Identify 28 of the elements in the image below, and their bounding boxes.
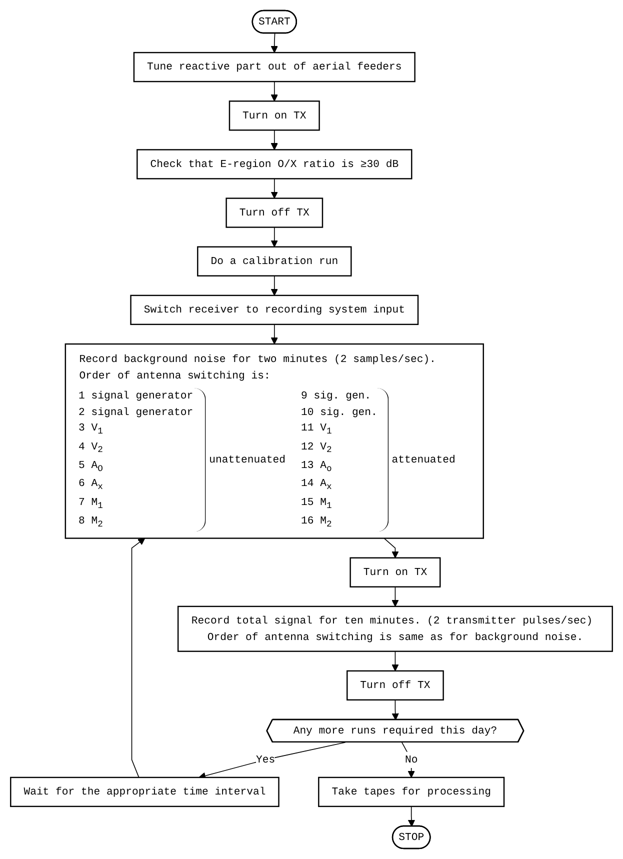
arrow — [392, 699, 399, 720]
arrow — [270, 130, 278, 150]
edge-label: No — [404, 753, 418, 766]
arrow — [270, 324, 278, 344]
node-box: Tune reactive part out of aerial feeders — [133, 52, 416, 82]
node-box: Wait for the appropriate time interval — [10, 776, 280, 808]
node-box: Turn on TX — [228, 100, 320, 131]
edge-label: Yes — [256, 753, 276, 766]
arrow — [401, 742, 415, 778]
node-box: Switch receiver to recording system input — [130, 294, 419, 326]
arrow — [392, 650, 399, 672]
arrow — [270, 178, 278, 199]
node-box: Turn off TX — [226, 198, 324, 228]
arrow — [384, 538, 399, 558]
arrow — [131, 538, 146, 778]
arrow — [270, 226, 278, 248]
arrow — [408, 806, 416, 827]
node-box: Turn off TX — [346, 670, 444, 700]
arrow — [270, 275, 278, 296]
node-box: Do a calibration run — [197, 246, 352, 276]
node-box: Take tapes for processing — [318, 776, 505, 808]
arrow — [270, 32, 278, 53]
node-box: Turn on TX — [350, 557, 441, 588]
node-box: Record background noise for two minutes (2 samples/sec). Order of antenna switching is: 1 signal generator 2 signal generator 3 V$_{1}$ 4 V$_{2}$ 5 A$_{O}$ 6 A$_{x}$ 7 M$_{1}$ 8 M$_{2}$ unattenuated 9 sig. gen. 10 sig. gen. 11 V$_{1}$ 12 V$_{2}$ 13 A$_{o}$ 14 A$_{x}$ 15 M$_{1}$ 16 M$_{2}$ attenuated — [64, 343, 484, 539]
arrow — [270, 81, 278, 102]
node-box: Record total signal for ten minutes. (2 transmitter pulses/sec) Order of antenna switching is same as for background noise. — [177, 606, 613, 652]
node-box: Check that E-region O/X ratio is ≥30 dB — [136, 149, 412, 180]
arrow — [392, 586, 399, 607]
